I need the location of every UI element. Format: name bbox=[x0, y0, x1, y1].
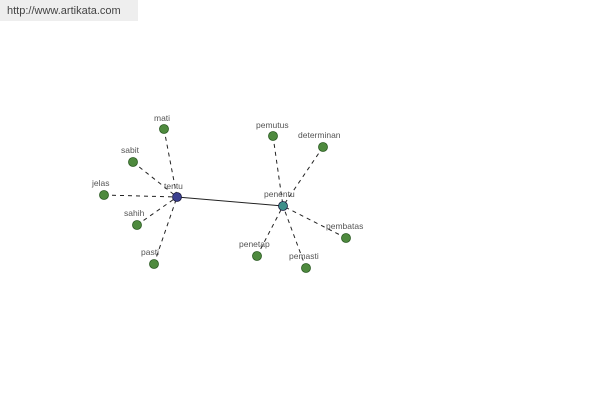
node-jelas[interactable] bbox=[99, 190, 109, 200]
label-pembatas: pembatas bbox=[326, 221, 363, 231]
edge-sahih-tentu bbox=[136, 196, 178, 226]
node-mati[interactable] bbox=[159, 124, 169, 134]
edge-pemutus-penentu bbox=[272, 135, 284, 207]
edge-determinan-penentu bbox=[282, 146, 324, 207]
edge-pemasti-penentu bbox=[282, 205, 307, 269]
node-determinan[interactable] bbox=[318, 142, 328, 152]
label-mati: mati bbox=[154, 113, 170, 123]
label-pemasti: pemasti bbox=[289, 251, 319, 261]
node-penentu[interactable] bbox=[278, 201, 288, 211]
node-tentu[interactable] bbox=[172, 192, 182, 202]
node-sabit[interactable] bbox=[128, 157, 138, 167]
edge-penetap-penentu bbox=[256, 205, 284, 257]
node-sahih[interactable] bbox=[132, 220, 142, 230]
label-penetap: penetap bbox=[239, 239, 270, 249]
edge-tentu-penentu bbox=[176, 196, 284, 207]
label-jelas: jelas bbox=[91, 178, 109, 188]
label-penentu: penentu bbox=[264, 189, 295, 199]
edge-mati-tentu bbox=[163, 128, 178, 198]
node-penetap[interactable] bbox=[252, 251, 262, 261]
node-pasti[interactable] bbox=[149, 259, 159, 269]
watermark-bar: http://www.artikata.com bbox=[0, 0, 138, 21]
node-pemasti[interactable] bbox=[301, 263, 311, 273]
label-pasti: pasti bbox=[141, 247, 159, 257]
edge-jelas-tentu bbox=[103, 194, 178, 198]
node-pembatas[interactable] bbox=[341, 233, 351, 243]
site-url[interactable]: http://www.artikata.com bbox=[7, 5, 121, 17]
label-tentu: tentu bbox=[164, 181, 183, 191]
label-determinan: determinan bbox=[298, 130, 341, 140]
node-pemutus[interactable] bbox=[268, 131, 278, 141]
edge-sabit-tentu bbox=[132, 161, 178, 198]
edge-pasti-tentu bbox=[153, 196, 178, 265]
label-sabit: sabit bbox=[121, 145, 140, 155]
label-sahih: sahih bbox=[124, 208, 145, 218]
label-pemutus: pemutus bbox=[256, 120, 289, 130]
edge-pembatas-penentu bbox=[282, 205, 347, 239]
